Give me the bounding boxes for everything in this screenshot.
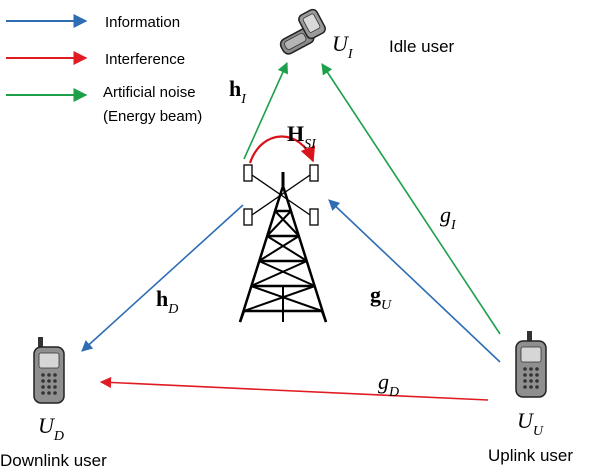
uplink-user-symbol: UU [517, 408, 544, 439]
antenna-element [243, 208, 253, 226]
link-gD-arrow [99, 376, 489, 401]
antenna-element [309, 208, 319, 226]
legend-information-label: Information [105, 14, 180, 31]
downlink-user-phone-icon [33, 337, 65, 404]
antenna-element [243, 164, 253, 182]
link-gI-arrow [321, 63, 501, 335]
idle-user-caption: Idle user [389, 37, 455, 56]
idle-user-phone-icon [279, 8, 326, 55]
antenna-array [243, 164, 319, 226]
link-HSI-label: HSI [287, 121, 317, 152]
uplink-user-phone-icon [515, 331, 547, 398]
antenna-element [309, 164, 319, 182]
legend: Information Interference Artificial nois… [6, 14, 202, 125]
downlink-user-symbol: UD [38, 413, 64, 444]
link-gU-label: gU [370, 282, 392, 313]
link-hI-label: hI [229, 76, 247, 107]
link-gD-label: gD [378, 369, 399, 400]
legend-interference-label: Interference [105, 51, 185, 68]
legend-artificial-noise-label: Artificial noise [103, 84, 196, 101]
idle-user-symbol: UI [332, 31, 354, 62]
legend-energy-beam-label: (Energy beam) [103, 108, 202, 125]
link-gI-label: gI [440, 202, 457, 233]
self-interference-arrow [248, 135, 316, 164]
link-hD-arrow [81, 204, 244, 352]
base-station-tower [238, 172, 328, 323]
link-gU-arrow [328, 199, 501, 363]
downlink-user-caption: Downlink user [0, 451, 107, 470]
link-hI-arrow [243, 61, 288, 160]
link-hD-label: hD [156, 286, 178, 317]
uplink-user-caption: Uplink user [488, 446, 573, 465]
